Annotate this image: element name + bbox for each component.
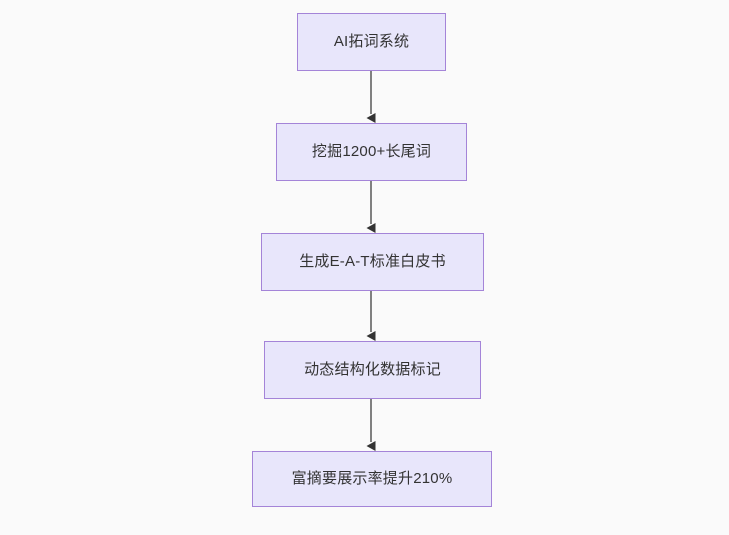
flowchart-node-label: AI拓词系统: [333, 33, 410, 50]
flowchart-node-label: 动态结构化数据标记: [304, 361, 441, 378]
flowchart-node-ai-keyword-system[interactable]: AI拓词系统: [297, 13, 446, 71]
flowchart-node-rich-snippet-rate-increase[interactable]: 富摘要展示率提升210%: [252, 451, 492, 507]
flowchart-node-mine-longtail-keywords[interactable]: 挖掘1200+长尾词: [276, 123, 467, 181]
flowchart-node-dynamic-structured-data-markup[interactable]: 动态结构化数据标记: [264, 341, 481, 399]
flowchart-node-label: 生成E-A-T标准白皮书: [299, 253, 446, 270]
flowchart-node-label: 挖掘1200+长尾词: [311, 143, 432, 160]
flowchart-node-label: 富摘要展示率提升210%: [291, 470, 453, 487]
flowchart-node-generate-eat-whitepaper[interactable]: 生成E-A-T标准白皮书: [261, 233, 484, 291]
